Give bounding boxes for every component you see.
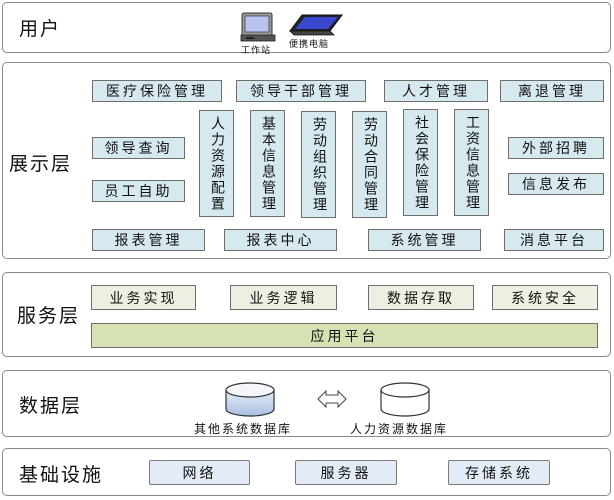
laptop-label: 便携电脑	[289, 40, 330, 50]
database-icon	[225, 382, 275, 417]
user-layer-title: 用户	[19, 18, 62, 40]
module-basic-info[interactable]: 基本信息管理	[250, 110, 285, 217]
module-retirement[interactable]: 离退管理	[500, 80, 604, 102]
application-platform[interactable]: 应用平台	[91, 323, 598, 348]
hr-db-label: 人力资源数据库	[350, 422, 449, 436]
module-report-center[interactable]: 报表中心	[224, 229, 337, 251]
laptop-icon	[289, 14, 343, 36]
infra-network[interactable]: 网络	[149, 460, 250, 485]
service-business-logic[interactable]: 业务逻辑	[230, 285, 337, 310]
module-talent[interactable]: 人才管理	[384, 80, 488, 102]
module-info-publish[interactable]: 信息发布	[508, 173, 604, 195]
module-message-platform[interactable]: 消息平台	[504, 229, 604, 251]
module-employee-self-service[interactable]: 员工自助	[92, 180, 185, 202]
workstation-icon	[240, 12, 276, 42]
module-report-management[interactable]: 报表管理	[92, 229, 205, 251]
module-leader-cadre[interactable]: 领导干部管理	[236, 80, 366, 102]
user-layer: 用户 工作站 便携电脑	[2, 2, 611, 56]
service-layer-title: 服务层	[17, 305, 81, 327]
module-system-management[interactable]: 系统管理	[368, 229, 481, 251]
infra-server[interactable]: 服务器	[295, 460, 397, 485]
workstation-label: 工作站	[241, 46, 272, 56]
module-external-recruitment[interactable]: 外部招聘	[508, 137, 604, 159]
infrastructure-layer-title: 基础设施	[19, 464, 104, 486]
module-salary-info[interactable]: 工资信息管理	[454, 109, 489, 216]
module-labor-organization[interactable]: 劳动组织管理	[301, 111, 336, 218]
data-layer: 数据层	[2, 370, 611, 437]
service-business-implementation[interactable]: 业务实现	[91, 285, 196, 310]
data-layer-title: 数据层	[19, 395, 83, 417]
other-systems-db-label: 其他系统数据库	[194, 422, 293, 436]
presentation-layer-title: 展示层	[9, 153, 73, 175]
service-data-access[interactable]: 数据存取	[368, 285, 474, 310]
module-labor-contract[interactable]: 劳动合同管理	[352, 111, 387, 218]
infra-storage[interactable]: 存储系统	[448, 460, 550, 485]
module-leader-query[interactable]: 领导查询	[92, 137, 185, 159]
bidirectional-arrow-icon	[317, 389, 347, 409]
module-hr-allocation[interactable]: 人力资源配置	[199, 110, 234, 217]
service-system-security[interactable]: 系统安全	[492, 285, 598, 310]
module-social-insurance[interactable]: 社会保险管理	[403, 109, 438, 216]
module-medical-insurance[interactable]: 医疗保险管理	[92, 80, 222, 102]
database-icon	[380, 382, 430, 417]
